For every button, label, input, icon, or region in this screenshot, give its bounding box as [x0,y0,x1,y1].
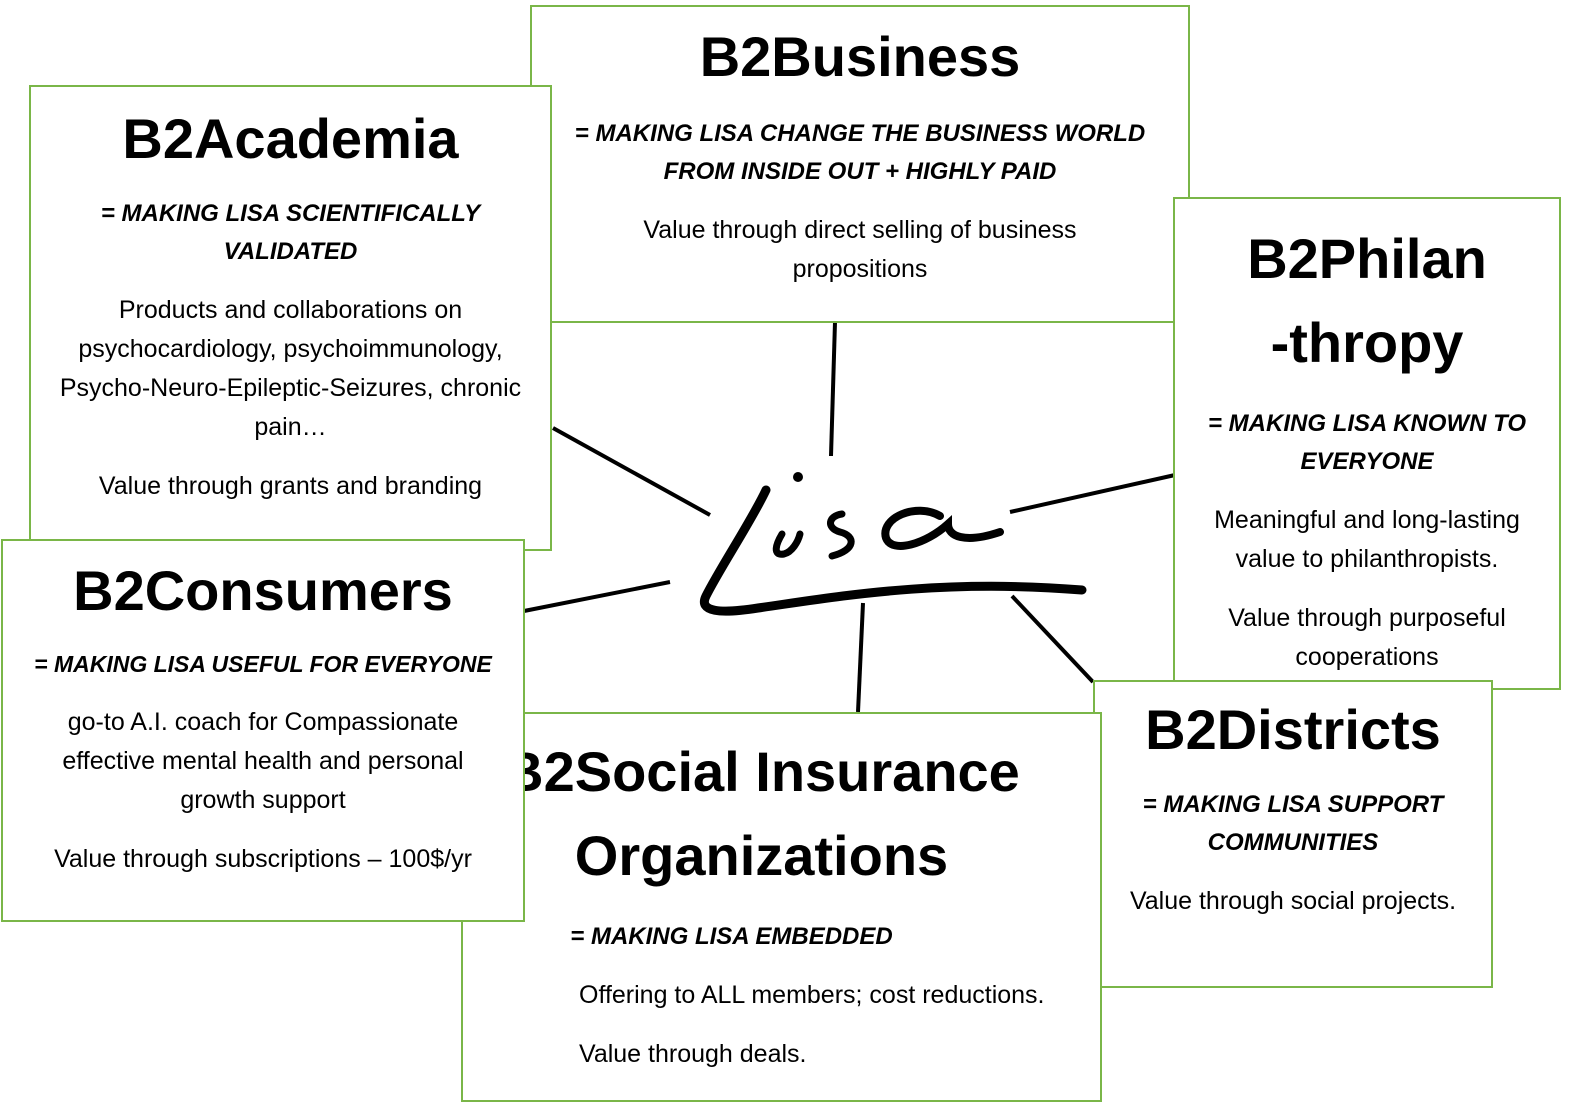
card-tagline: = MAKING LISA CHANGE THE BUSINESS WORLD … [574,120,1146,186]
card-b2academia: B2Academia = MAKING LISA SCIENTIFICALLY … [29,85,552,551]
card-value: Value through deals. [579,1040,807,1068]
connector-districts [1010,594,1095,684]
connector-social [856,602,865,713]
card-description: Offering to ALL members; cost reductions… [579,981,1045,1009]
card-title: B2Districts [1145,698,1441,761]
card-title: B2Social Insurance Organizations [503,740,1020,887]
card-b2philanthropy: B2Philan-thropy = MAKING LISA KNOWN TO E… [1173,197,1561,690]
card-description: go-to A.I. coach for Compassionate effec… [62,708,464,815]
card-tagline: = MAKING LISA USEFUL FOR EVERYONE [34,651,492,678]
connector-philanthropy [1009,473,1176,514]
card-title: B2Philan-thropy [1247,227,1487,374]
card-b2districts: B2Districts = MAKING LISA SUPPORT COMMUN… [1093,680,1493,988]
card-description: Products and collaborations on psychocar… [59,296,522,442]
card-b2social-insurance: B2Social Insurance Organizations = MAKIN… [461,712,1102,1102]
card-value: Value through direct selling of business… [643,216,1077,284]
card-tagline: = MAKING LISA EMBEDDED [570,923,893,950]
card-description: Meaningful and long-lasting value to phi… [1214,506,1520,573]
connector-academia [552,426,711,517]
card-tagline: = MAKING LISA KNOWN TO EVERYONE [1208,410,1526,475]
card-tagline: = MAKING LISA SCIENTIFICALLY VALIDATED [100,200,481,266]
connector-business [829,321,837,457]
card-b2business: B2Business = MAKING LISA CHANGE THE BUSI… [530,5,1190,323]
card-tagline: = MAKING LISA SUPPORT COMMUNITIES [1142,791,1444,857]
lisa-signature-logo [699,472,1087,616]
card-title: B2Business [699,25,1021,88]
card-value: Value through grants and branding [98,472,483,501]
card-value: Value through subscriptions – 100$/yr [54,845,472,874]
card-value: Value through social projects. [1129,887,1457,916]
card-title: B2Academia [122,107,459,170]
connector-consumers [523,580,671,613]
card-value: Value through purposeful cooperations [1228,604,1506,671]
card-b2consumers: B2Consumers = MAKING LISA USEFUL FOR EVE… [1,539,525,922]
card-title: B2Consumers [73,559,453,622]
